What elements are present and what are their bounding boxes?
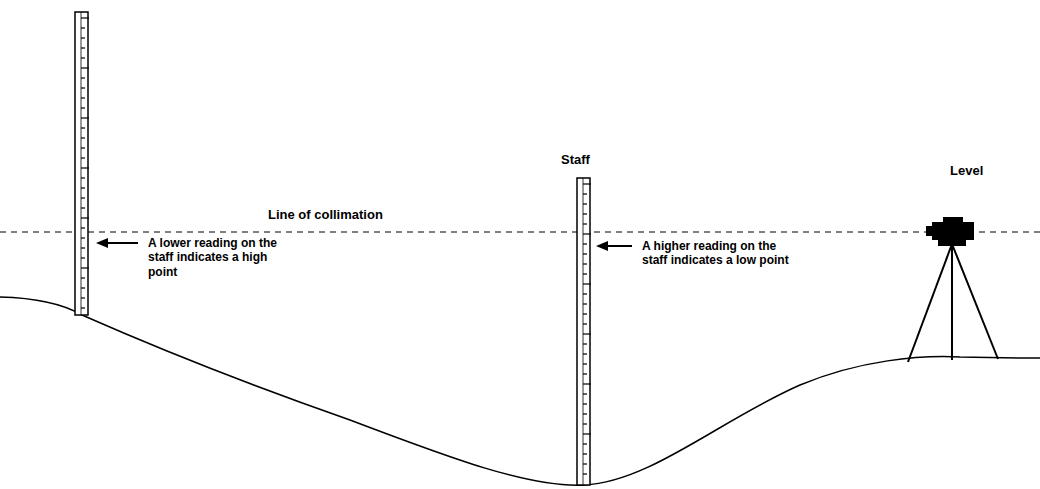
staff-graduation xyxy=(81,187,85,188)
staff-graduation xyxy=(81,217,89,218)
staff-graduation xyxy=(81,207,85,208)
staff-graduation xyxy=(583,403,587,404)
staff-graduation xyxy=(81,167,89,168)
collimation-label: Line of collimation xyxy=(268,207,383,223)
staff-graduation xyxy=(81,157,85,158)
staff-graduation xyxy=(81,177,85,178)
levelling-staff xyxy=(577,178,591,485)
staff-graduation xyxy=(583,273,587,274)
staff-graduation xyxy=(583,243,587,244)
staff-graduation xyxy=(81,287,85,288)
staff-graduation xyxy=(81,197,85,198)
staff-graduation xyxy=(583,313,587,314)
staff-graduation xyxy=(81,87,85,88)
staff-graduation xyxy=(81,97,85,98)
staff-graduation xyxy=(583,393,587,394)
staff-graduation xyxy=(81,237,85,238)
staff-graduation xyxy=(81,227,85,228)
callout-text: A higher reading on the staff indicates … xyxy=(642,239,797,268)
staff-graduation xyxy=(583,203,587,204)
staff-graduation xyxy=(81,107,85,108)
collimation-line xyxy=(0,232,1040,233)
staff-graduation xyxy=(81,247,85,248)
staff-graduation xyxy=(583,253,587,254)
callout-arrow xyxy=(96,238,138,248)
staff-graduation xyxy=(583,283,591,284)
staff-graduation xyxy=(81,67,89,68)
staff-graduation xyxy=(81,57,85,58)
staff-graduation xyxy=(583,233,591,234)
staff-graduation xyxy=(583,323,587,324)
staff-graduation xyxy=(583,213,587,214)
staff-graduation xyxy=(583,473,587,474)
staff-graduation xyxy=(583,263,587,264)
staff-graduation xyxy=(583,183,591,184)
level-label: Level xyxy=(950,163,983,179)
staff-graduation xyxy=(81,12,82,315)
staff-graduation xyxy=(583,343,587,344)
staff-graduation xyxy=(583,333,591,334)
staff-graduation xyxy=(81,17,89,18)
staff-graduation xyxy=(81,267,89,268)
staff-graduation xyxy=(81,277,85,278)
staff-graduation xyxy=(583,383,591,384)
staff-graduation xyxy=(81,27,85,28)
staff-graduation xyxy=(81,297,85,298)
staff-graduation xyxy=(583,178,584,485)
ground-profile xyxy=(0,297,1040,485)
callout-arrow xyxy=(596,241,632,251)
staff-graduation xyxy=(583,363,587,364)
staff-graduation xyxy=(583,223,587,224)
staff-graduation xyxy=(583,423,587,424)
staff-graduation xyxy=(583,413,587,414)
staff-graduation xyxy=(81,117,89,118)
staff-graduation xyxy=(583,443,587,444)
staff-graduation xyxy=(81,257,85,258)
staff-graduation xyxy=(583,353,587,354)
staff-graduation xyxy=(81,307,85,308)
level-instrument xyxy=(908,217,998,362)
staff-graduation xyxy=(81,47,85,48)
callout-text: A lower reading on the staff indicates a… xyxy=(148,236,298,279)
staff-graduation xyxy=(81,137,85,138)
staff-label: Staff xyxy=(561,152,590,168)
staff-graduation xyxy=(81,127,85,128)
staff-graduation xyxy=(81,77,85,78)
staff-graduation xyxy=(583,463,587,464)
staff-graduation xyxy=(583,453,587,454)
staff-graduation xyxy=(583,433,591,434)
staff-graduation xyxy=(583,193,587,194)
staff-graduation xyxy=(81,37,85,38)
staff-graduation xyxy=(81,147,85,148)
levelling-staff xyxy=(75,12,89,315)
staff-graduation xyxy=(583,373,587,374)
staff-graduation xyxy=(583,293,587,294)
staff-graduation xyxy=(583,303,587,304)
